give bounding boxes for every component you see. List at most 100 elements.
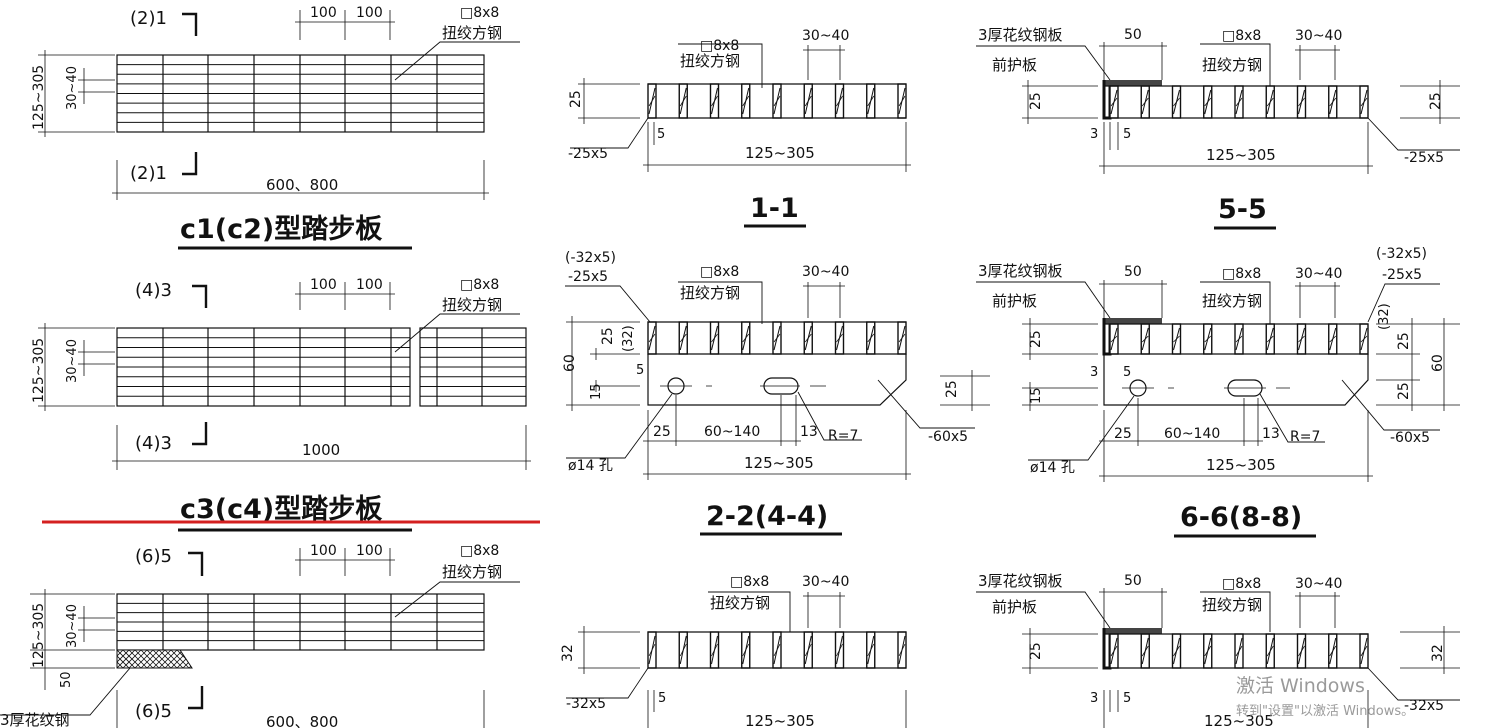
r25: 25 xyxy=(944,380,960,398)
bar-hatch xyxy=(804,333,812,343)
bar-hatch xyxy=(1360,335,1368,343)
bar-leader xyxy=(394,313,520,353)
bar-hatch xyxy=(711,333,718,343)
height-left: 25 xyxy=(1028,92,1044,110)
height-dim-lines xyxy=(38,323,115,411)
bar-name: 扭绞方钢 xyxy=(442,296,502,314)
slot-hole xyxy=(763,377,799,395)
bar-hatch xyxy=(648,643,656,657)
guard-label: 前护板 xyxy=(992,598,1037,616)
bar-name: 扭绞方钢 xyxy=(442,24,502,42)
bar-hatch xyxy=(711,643,718,657)
width: 125~305 xyxy=(1204,712,1274,728)
bar-hatch xyxy=(867,95,875,107)
bar-hatch xyxy=(1298,335,1305,343)
strip-dim xyxy=(1099,42,1167,80)
bar-row xyxy=(1109,85,1369,119)
height-right: 25 xyxy=(1428,92,1444,110)
bar-hatch xyxy=(836,95,843,107)
bar-spec: □8x8 xyxy=(700,264,739,280)
bar-hatch xyxy=(1266,645,1274,657)
grating-c1 xyxy=(116,54,485,133)
spacing: 30~40 xyxy=(1295,28,1342,44)
section-7-7: 3厚花纹钢板 前护板 50 □8x8 扭绞方钢 30~40 25 32 3 5 … xyxy=(976,572,1460,728)
bar-hatch xyxy=(1298,645,1305,657)
bar-hatch xyxy=(1329,335,1337,343)
length-dim-lines xyxy=(116,690,485,728)
plate-label: 3厚花纹钢 xyxy=(0,711,70,728)
dim-a: 100 xyxy=(310,5,337,21)
bar-hatch xyxy=(1266,97,1274,107)
watermark-line1: 激活 Windows xyxy=(1236,675,1365,697)
gap: 5 xyxy=(636,363,644,378)
bar-hatch xyxy=(867,643,875,657)
gap: 5 xyxy=(657,127,665,142)
plan-c5: (6)5 (6)5 100 100 □8x8 扭绞方钢 125~305 50 3… xyxy=(0,543,520,728)
bar-spec: □8x8 xyxy=(1222,266,1261,282)
bar-spec: □8x8 xyxy=(700,38,739,54)
flat-leader xyxy=(1367,117,1460,151)
section-mark-top xyxy=(182,12,198,36)
flat-bar: -25x5 xyxy=(568,269,608,285)
bar-hatch xyxy=(1298,97,1305,107)
left-dims xyxy=(1022,318,1098,411)
height-dim-left xyxy=(1022,628,1098,674)
h32: (32) xyxy=(1377,303,1392,330)
bearing-lines xyxy=(648,321,906,355)
checker-plate-strip xyxy=(116,649,213,669)
bar-hatch xyxy=(836,333,843,343)
hatch-line xyxy=(176,650,192,668)
bar-hatch xyxy=(648,333,656,343)
section-mark-bottom xyxy=(192,422,208,446)
grating-c5 xyxy=(116,593,485,669)
bar-leader xyxy=(394,41,520,81)
width-dim xyxy=(643,122,911,172)
height: 25 xyxy=(568,90,584,108)
bar-hatch xyxy=(898,95,906,107)
bar-hatch xyxy=(1110,97,1118,107)
bar-spec: □8x8 xyxy=(460,5,499,21)
h25b: 25 xyxy=(1396,382,1412,400)
strip-dim xyxy=(1099,280,1167,318)
bar-row xyxy=(647,83,907,119)
section-title: 1-1 xyxy=(750,193,799,224)
spacing: 30~40 xyxy=(802,28,849,44)
width: 125~305 xyxy=(745,144,815,162)
dim-b: 100 xyxy=(356,277,383,293)
bar-hatch xyxy=(1266,335,1274,343)
bar-leader xyxy=(678,281,763,324)
bar-leader xyxy=(1200,43,1271,88)
section-mark-top-label: (2)1 xyxy=(130,8,167,29)
strip-width: 50 xyxy=(59,671,74,688)
bar-hatch xyxy=(648,95,656,107)
flat-bar: -32x5 xyxy=(566,696,606,712)
bar-hatch xyxy=(1173,645,1180,657)
width: 125~305 xyxy=(744,454,814,472)
bar-hatch xyxy=(742,333,750,343)
h25: 25 xyxy=(600,327,616,345)
bar-hatch xyxy=(1110,645,1118,657)
h-range: 125~305 xyxy=(31,65,47,130)
bar-hatch xyxy=(1141,335,1149,343)
bar-name: 扭绞方钢 xyxy=(442,563,502,581)
height: 32 xyxy=(560,644,576,662)
plate-60: -60x5 xyxy=(928,429,968,445)
plate-60: -60x5 xyxy=(1390,430,1430,446)
spacing-dim xyxy=(803,45,845,80)
slot-hole xyxy=(1227,379,1263,397)
bar-name: 扭绞方钢 xyxy=(680,284,740,302)
hole-label: ø14 孔 xyxy=(568,458,613,474)
bar-row xyxy=(647,631,907,669)
spacing-dim-lines xyxy=(78,68,115,104)
bar-hatch xyxy=(1235,97,1243,107)
hatch-line xyxy=(195,650,213,668)
h25a: 25 xyxy=(1396,332,1412,350)
height-dim-right xyxy=(1400,626,1460,674)
alt-flat: (-32x5) xyxy=(1376,246,1427,262)
width-dim xyxy=(1103,690,1369,728)
hatch-line xyxy=(188,650,192,668)
h32: (32) xyxy=(621,325,636,352)
bar-hatch xyxy=(711,95,718,107)
